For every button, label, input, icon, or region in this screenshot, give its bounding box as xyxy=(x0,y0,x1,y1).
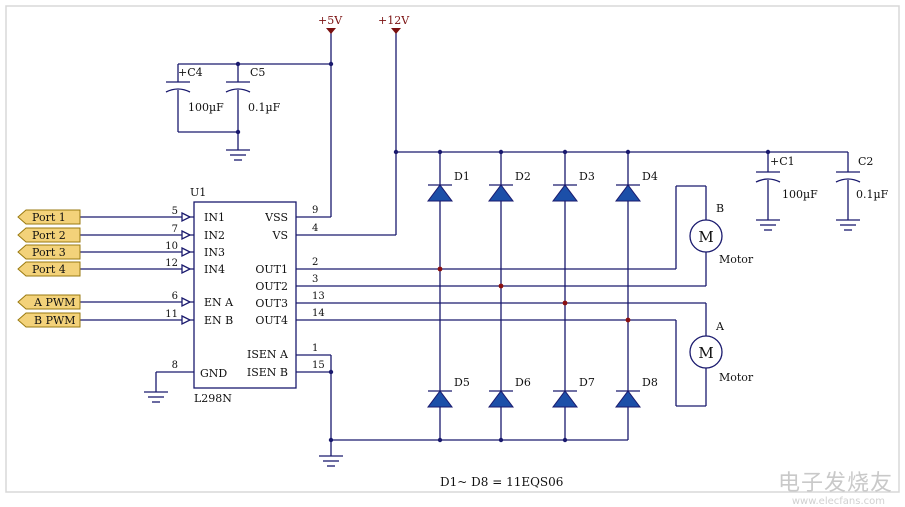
frame-border xyxy=(5,5,900,493)
capacitor-c1: +C1 100µF xyxy=(755,152,818,231)
svg-text:8: 8 xyxy=(172,360,178,371)
svg-text:D8: D8 xyxy=(642,376,658,389)
svg-text:Port 2: Port 2 xyxy=(32,229,66,242)
ground-symbol-isen xyxy=(319,440,343,467)
power-5v: +5V xyxy=(318,14,343,64)
svg-text:D6: D6 xyxy=(515,376,531,389)
svg-text:A: A xyxy=(715,320,725,333)
svg-text:0.1µF: 0.1µF xyxy=(856,188,889,201)
svg-text:U1: U1 xyxy=(190,186,206,199)
port-flags: Port 1 Port 2 Port 3 Port 4 A PWM B PWM xyxy=(17,209,81,328)
svg-text:IN1: IN1 xyxy=(204,211,225,224)
svg-text:IN2: IN2 xyxy=(204,229,225,242)
svg-text:9: 9 xyxy=(312,205,318,216)
svg-text:OUT3: OUT3 xyxy=(255,297,288,310)
svg-text:D2: D2 xyxy=(515,170,531,183)
diode-d5: D5 xyxy=(427,376,470,408)
svg-text:VS: VS xyxy=(272,229,288,242)
diode-d3: D3 xyxy=(552,170,595,202)
svg-text:D3: D3 xyxy=(579,170,595,183)
svg-text:15: 15 xyxy=(312,360,325,371)
svg-text:14: 14 xyxy=(312,308,325,319)
svg-text:L298N: L298N xyxy=(194,392,232,405)
svg-text:0.1µF: 0.1µF xyxy=(248,101,281,114)
svg-text:M: M xyxy=(698,228,713,246)
svg-text:+C1: +C1 xyxy=(770,155,795,168)
svg-text:D4: D4 xyxy=(642,170,658,183)
svg-text:ISEN B: ISEN B xyxy=(247,366,288,379)
diode-d1: D1 xyxy=(427,170,470,202)
svg-text:VSS: VSS xyxy=(264,211,288,224)
ground-symbol-c5 xyxy=(226,149,250,161)
diode-d2: D2 xyxy=(488,170,531,202)
svg-text:2: 2 xyxy=(312,257,318,268)
svg-text:D1: D1 xyxy=(454,170,470,183)
svg-text:Motor: Motor xyxy=(719,253,754,266)
svg-text:ISEN A: ISEN A xyxy=(247,348,289,361)
diode-bridge-rails xyxy=(331,149,848,443)
svg-text:D7: D7 xyxy=(579,376,595,389)
svg-text:B: B xyxy=(716,202,724,215)
watermark-logo: 电子发烧友 xyxy=(777,471,893,496)
svg-text:OUT1: OUT1 xyxy=(255,263,288,276)
diode-part-note: D1~ D8 = 11EQS06 xyxy=(440,475,563,489)
svg-text:4: 4 xyxy=(312,223,318,234)
svg-text:OUT2: OUT2 xyxy=(255,280,288,293)
capacitor-c4: +C4 100µF xyxy=(165,63,331,132)
motor-b: M B Motor xyxy=(675,185,754,286)
chip-left-pins: 5 7 10 12 6 11 8 xyxy=(80,206,194,373)
svg-text:Port 3: Port 3 xyxy=(32,246,66,259)
svg-text:C2: C2 xyxy=(858,155,873,168)
svg-text:Port 1: Port 1 xyxy=(32,211,66,224)
svg-text:6: 6 xyxy=(172,291,178,302)
capacitor-c2: C2 0.1µF xyxy=(835,152,889,231)
svg-text:IN4: IN4 xyxy=(204,263,225,276)
svg-text:+C4: +C4 xyxy=(178,66,203,79)
svg-text:EN A: EN A xyxy=(204,296,234,309)
watermark-url: www.elecfans.com xyxy=(791,496,885,507)
diode-d8: D8 xyxy=(615,376,658,408)
svg-text:A PWM: A PWM xyxy=(33,296,75,309)
svg-text:Port 4: Port 4 xyxy=(32,263,66,276)
diode-d7: D7 xyxy=(552,376,595,408)
svg-text:13: 13 xyxy=(312,291,325,302)
svg-text:Motor: Motor xyxy=(719,371,754,384)
capacitor-c5: C5 0.1µF xyxy=(178,61,334,150)
svg-text:3: 3 xyxy=(312,274,318,285)
svg-text:GND: GND xyxy=(200,367,227,380)
motor-a: M A Motor xyxy=(675,303,754,407)
svg-text:IN3: IN3 xyxy=(204,246,225,259)
svg-text:D5: D5 xyxy=(454,376,470,389)
chip-l298n: U1 L298N IN1 IN2 IN3 IN4 EN A EN B GND V… xyxy=(190,186,297,405)
svg-text:C5: C5 xyxy=(250,66,265,79)
ground-symbol-chip xyxy=(144,372,168,403)
svg-text:100µF: 100µF xyxy=(188,101,224,114)
svg-text:11: 11 xyxy=(165,309,178,320)
diode-d6: D6 xyxy=(488,376,531,408)
svg-text:100µF: 100µF xyxy=(782,188,818,201)
svg-text:EN B: EN B xyxy=(204,314,233,327)
svg-text:1: 1 xyxy=(312,343,318,354)
power-12v: +12V xyxy=(378,14,410,152)
svg-text:7: 7 xyxy=(172,224,178,235)
diode-d4: D4 xyxy=(615,170,658,202)
svg-text:B PWM: B PWM xyxy=(34,314,76,327)
svg-text:5: 5 xyxy=(172,206,178,217)
svg-text:10: 10 xyxy=(165,241,178,252)
svg-text:OUT4: OUT4 xyxy=(255,314,288,327)
svg-text:M: M xyxy=(698,344,713,362)
svg-text:+5V: +5V xyxy=(318,14,343,27)
svg-text:12: 12 xyxy=(165,258,178,269)
svg-text:+12V: +12V xyxy=(378,14,410,27)
